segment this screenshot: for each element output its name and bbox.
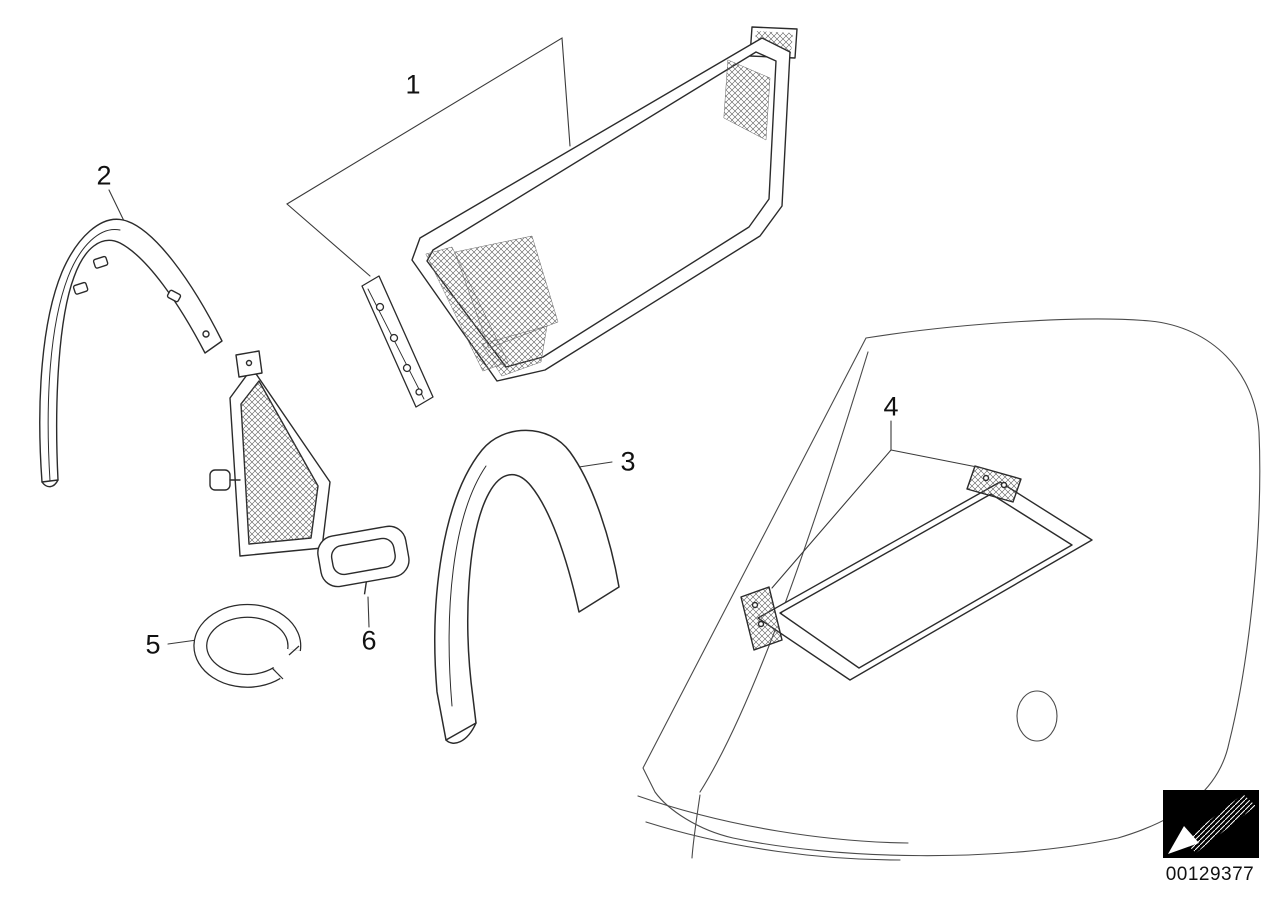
callout-1[interactable]: 1 [405,69,421,100]
mesh-corner-bracket-part [209,350,331,557]
callout-5[interactable]: 5 [145,629,161,660]
callout-3[interactable]: 3 [620,446,636,477]
mounting-rail-strip-part [361,275,434,408]
frame-bracket-left [740,586,783,651]
gasket-ring-part [317,525,410,595]
brand-arrow-icon [1163,790,1259,858]
trim-arch-left-part [39,218,223,488]
c-clip-part [193,603,302,688]
callout-2[interactable]: 2 [96,160,112,191]
callout-6[interactable]: 6 [361,625,377,656]
callout-leader-lines [108,37,983,645]
mount-frame-part [740,465,1093,681]
trunk-emblem [1016,690,1058,742]
bracket-side-clip [209,469,231,491]
callout-4[interactable]: 4 [883,391,899,422]
wind-deflector-screen-part [411,26,798,382]
rollbar-cover-part [434,429,620,744]
part-number: 00129377 [1165,864,1255,885]
frame-bracket-right [966,465,1022,503]
car-rear-deck-outline [637,318,1261,861]
